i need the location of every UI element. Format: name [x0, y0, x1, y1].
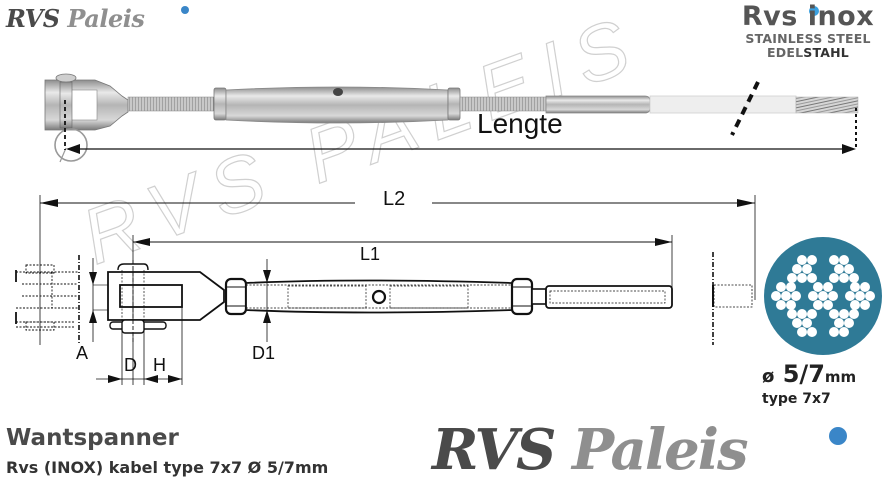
material-badge-line2: EDELSTAHL	[733, 46, 883, 60]
logo-rvs: RVS	[432, 417, 556, 483]
dim-label-d1: D1	[252, 343, 276, 363]
logo-paleis: Paleis	[67, 4, 145, 33]
material-badge-title: Rvs inox	[741, 1, 875, 32]
dim-label-d: D	[124, 355, 137, 375]
line2-prefix: EDEL	[767, 45, 804, 60]
brand-logo-small: RVS Paleis	[6, 4, 145, 33]
logo-dot-icon	[181, 6, 189, 14]
dim-label-l2: L2	[383, 188, 406, 210]
brand-logo-large: RVS Paleis	[432, 417, 749, 483]
turnbuckle-photo	[44, 73, 859, 163]
length-label: Lengte	[477, 108, 563, 139]
svg-text:RVS PALEIS: RVS PALEIS	[71, 0, 654, 281]
watermark: RVS PALEIS	[70, 0, 654, 282]
logo-dot-icon	[829, 427, 847, 445]
dim-label-a: A	[76, 343, 89, 363]
product-title: Wantspanner	[6, 425, 179, 451]
dim-label-l1: L1	[360, 244, 381, 264]
dim-label-h: H	[153, 355, 166, 375]
inox-dot-icon	[809, 6, 819, 16]
cable-cross-section	[764, 237, 882, 355]
product-subtitle: Rvs (INOX) kabel type 7x7 Ø 5/7mm	[6, 458, 329, 477]
material-badge-line1: STAINLESS STEEL	[745, 31, 871, 46]
diameter-value: 5/7	[782, 360, 825, 388]
diameter-unit: mm	[824, 368, 857, 386]
logo-rvs: RVS	[6, 4, 60, 33]
cable-diameter: ø 5/7mm	[762, 360, 856, 388]
material-badge: Rvs inox STAINLESS STEEL EDELSTAHL	[733, 2, 883, 60]
logo-paleis: Paleis	[571, 417, 749, 483]
dimension-drawing	[15, 195, 756, 385]
cable-type: type 7x7	[762, 391, 831, 407]
diameter-symbol: ø	[762, 366, 775, 387]
line2-bold: STAHL	[803, 45, 849, 60]
